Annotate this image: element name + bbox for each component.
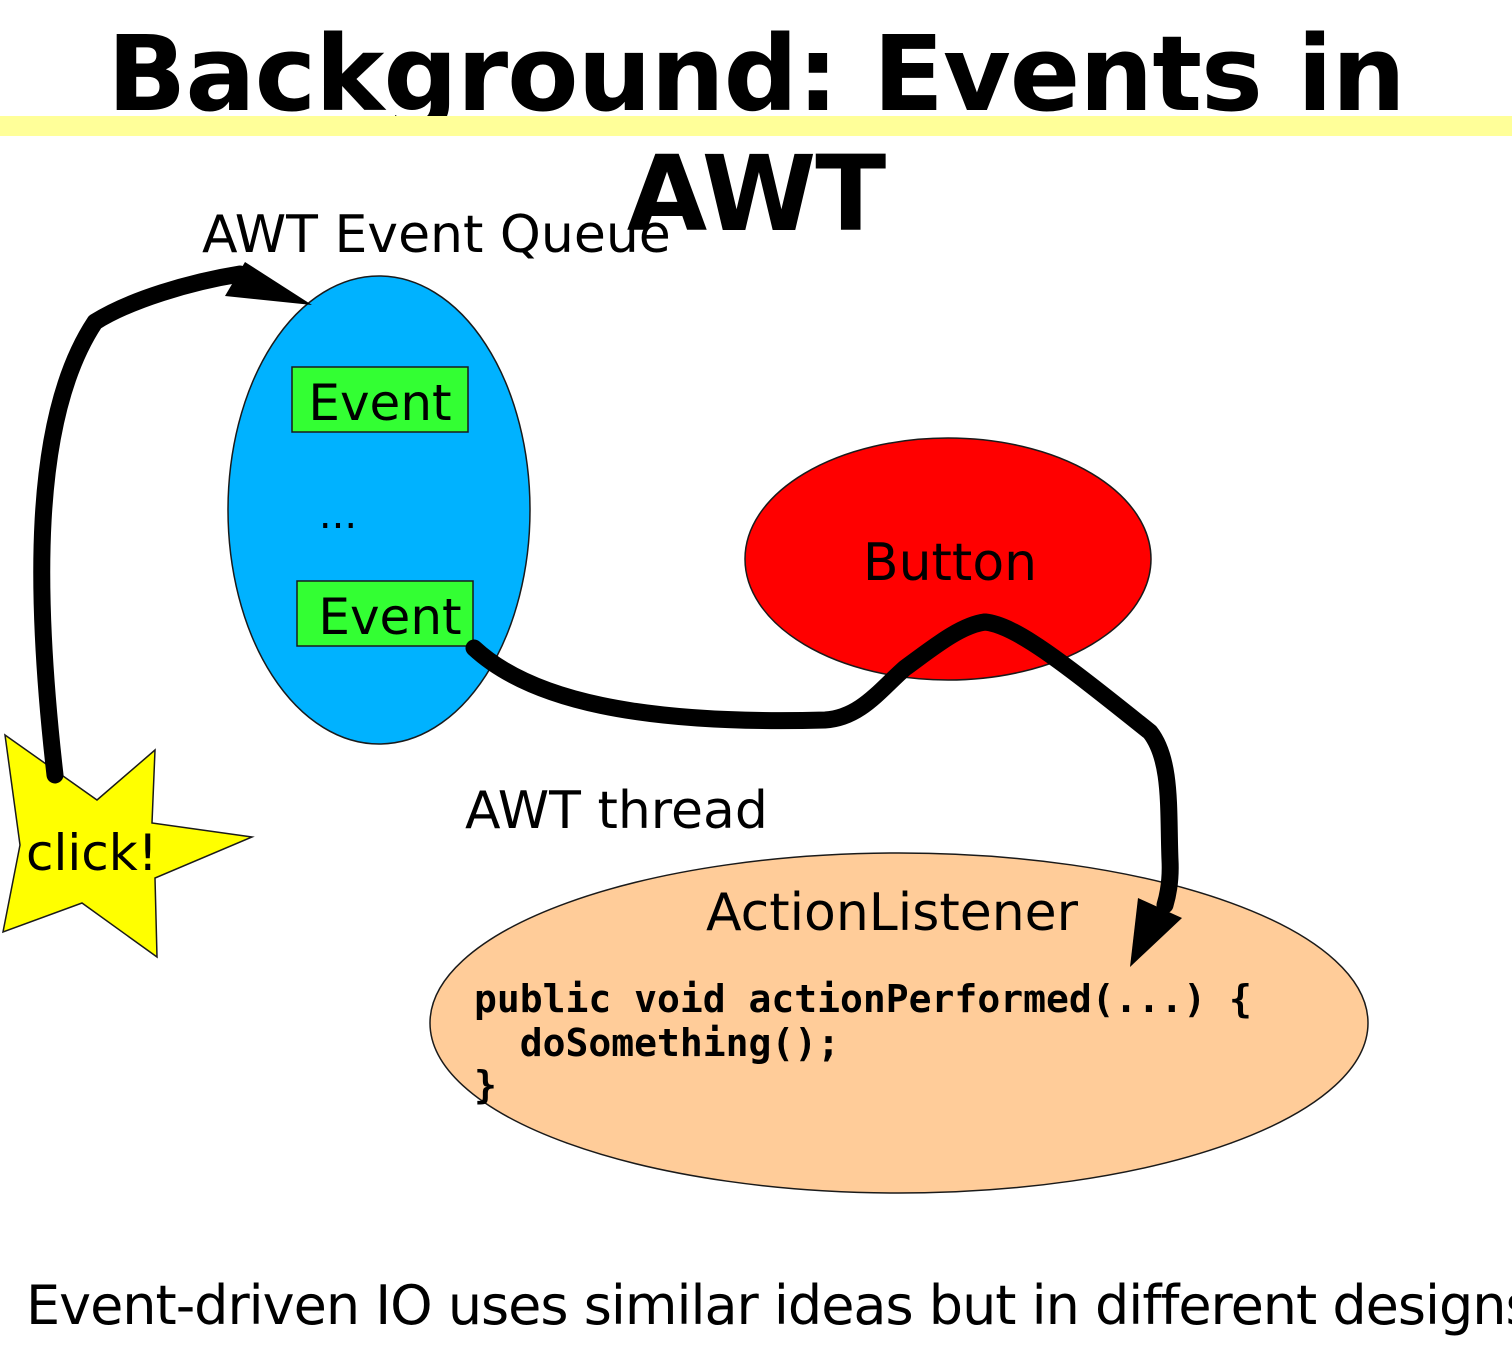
listener-code-line-2: doSomething(); bbox=[474, 1021, 840, 1065]
action-listener-title: ActionListener bbox=[706, 883, 1079, 943]
click-star bbox=[2, 733, 255, 959]
title-underline bbox=[0, 116, 1512, 136]
slide-caption: Event-driven IO uses similar ideas but i… bbox=[26, 1274, 1512, 1337]
event-to-button-path bbox=[465, 613, 994, 730]
button-label: Button bbox=[863, 533, 1037, 593]
listener-code-line-1: public void actionPerformed(...) { bbox=[474, 977, 1252, 1021]
event-box-top-label: Event bbox=[308, 374, 451, 432]
click-label: click! bbox=[26, 824, 158, 882]
event-box-bottom-label: Event bbox=[318, 588, 461, 646]
queue-arrowhead bbox=[225, 262, 312, 305]
event-box-bottom bbox=[296, 580, 474, 647]
thread-label: AWT thread bbox=[465, 781, 768, 841]
slide-title: Background: Events in AWT bbox=[107, 13, 1406, 255]
listener-code-line-3: } bbox=[474, 1063, 497, 1107]
button-to-listener-arrow bbox=[976, 613, 1179, 914]
click-to-queue-arrow bbox=[33, 265, 249, 784]
event-box-top bbox=[291, 366, 469, 433]
queue-ellipsis: ... bbox=[319, 492, 357, 538]
button-ellipse bbox=[744, 437, 1152, 681]
event-queue-ellipse bbox=[227, 275, 531, 745]
listener-arrowhead bbox=[1130, 898, 1182, 967]
queue-label: AWT Event Queue bbox=[202, 205, 671, 265]
